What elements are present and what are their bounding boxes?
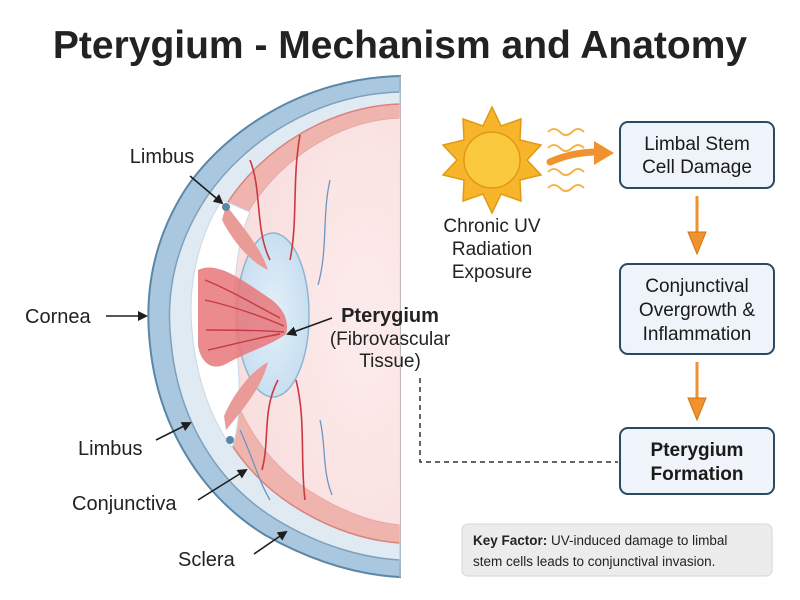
key-factor-text2: stem cells leads to conjunctival invasio… bbox=[473, 554, 715, 569]
label-cornea: Cornea bbox=[25, 306, 91, 328]
flow-step-3-line2: Formation bbox=[651, 464, 744, 485]
page-title: Pterygium - Mechanism and Anatomy bbox=[53, 24, 748, 67]
label-limbus-top: Limbus bbox=[130, 146, 194, 168]
arrow-pterygium bbox=[286, 317, 333, 336]
flow-step-1-line2: Cell Damage bbox=[642, 157, 752, 178]
label-sclera: Sclera bbox=[178, 549, 236, 571]
flow-step-2-line3: Inflammation bbox=[643, 324, 752, 345]
flow-step-1: Limbal Stem Cell Damage bbox=[619, 121, 775, 189]
arrow-limbus-top bbox=[189, 175, 224, 205]
uv-label-line1: Chronic UV bbox=[443, 216, 540, 237]
key-factor-note: Key Factor: UV-induced damage to limbal … bbox=[461, 523, 773, 577]
arrow-sclera bbox=[253, 530, 288, 555]
svg-text:Key Factor: UV-induced damage: Key Factor: UV-induced damage to limbal bbox=[473, 533, 727, 548]
flow-step-1-line1: Limbal Stem bbox=[644, 134, 750, 155]
uv-label-line3: Exposure bbox=[452, 262, 532, 283]
flow-step-2: Conjunctival Overgrowth & Inflammation bbox=[619, 263, 775, 355]
flow-step-3-line1: Pterygium bbox=[651, 440, 744, 461]
sun-icon bbox=[441, 105, 543, 215]
flow-arrow-2 bbox=[687, 362, 707, 422]
pterygium-tissue bbox=[198, 267, 288, 367]
heat-waves-icon bbox=[547, 128, 585, 192]
dashed-connector bbox=[419, 378, 618, 463]
key-factor-label: Key Factor: bbox=[473, 533, 547, 548]
label-pterygium: Pterygium bbox=[341, 305, 439, 327]
flow-step-3: Pterygium Formation bbox=[619, 427, 775, 495]
eye-cross-section bbox=[147, 74, 401, 579]
label-limbus-bottom: Limbus bbox=[78, 438, 142, 460]
label-pterygium-sub2: Tissue) bbox=[359, 351, 421, 372]
arrow-conjunctiva bbox=[197, 468, 248, 501]
arrow-limbus-bottom bbox=[155, 422, 192, 441]
limbus-bottom-marker bbox=[226, 436, 234, 444]
label-pterygium-sub1: (Fibrovascular bbox=[330, 329, 451, 350]
uv-label-line2: Radiation bbox=[452, 239, 532, 260]
flow-step-2-line1: Conjunctival bbox=[645, 276, 749, 297]
key-factor-text1: UV-induced damage to limbal bbox=[547, 533, 727, 548]
uv-arrow bbox=[546, 141, 614, 166]
flow-step-2-line2: Overgrowth & bbox=[639, 300, 755, 321]
limbus-top-marker bbox=[222, 203, 230, 211]
flow-arrow-1 bbox=[687, 196, 707, 256]
label-conjunctiva: Conjunctiva bbox=[72, 493, 177, 515]
